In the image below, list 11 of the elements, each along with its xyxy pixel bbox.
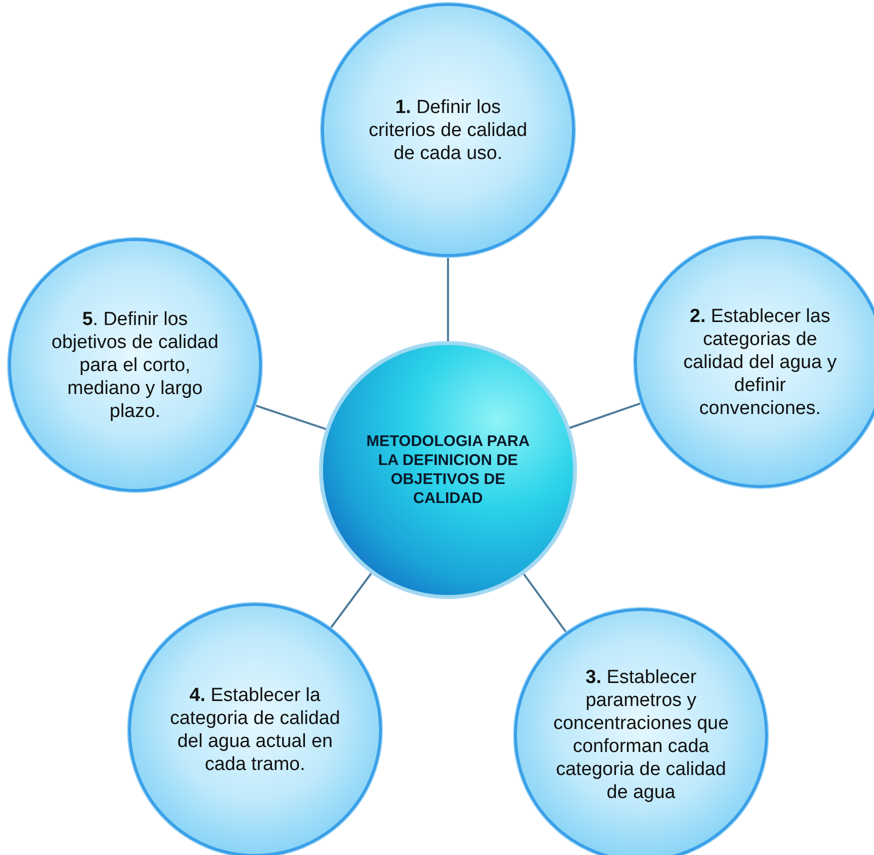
node-text: METODOLOGIA PARA LA DEFINICION DE OBJETIVOS DE CALIDAD (365, 432, 531, 508)
connector-line (255, 404, 327, 430)
node-text: 4. Establecer la categoria de calidad del agua actual en cada tramo. (168, 684, 342, 776)
node-text: 1. Definir los criterios de calidad de cada uso. (368, 96, 528, 164)
connector-line (568, 402, 642, 430)
node-text: 2. Establecer las categorias de calidad del agua y definir convenciones. (682, 304, 838, 420)
connector-line (330, 572, 372, 629)
connector-line (522, 572, 568, 633)
node-text: 3. Establecer parametros y concentraciones que conforman cada categoria de calidad de agua (552, 666, 730, 804)
connector-line (447, 257, 449, 342)
node-text: 5. Definir los objetivos de calidad para el corto, mediano y largo plazo. (50, 308, 220, 422)
